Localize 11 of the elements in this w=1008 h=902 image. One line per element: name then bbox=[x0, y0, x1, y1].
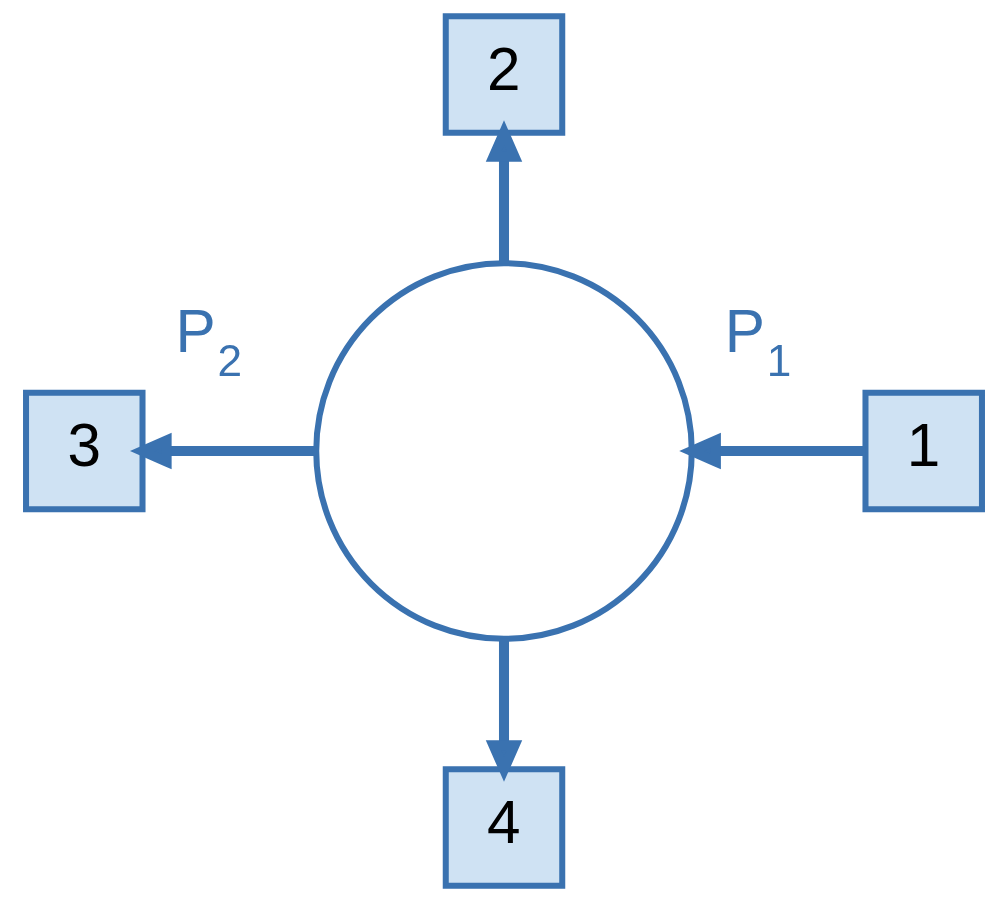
node-box: 4 bbox=[442, 766, 566, 889]
node-box: 2 bbox=[442, 13, 566, 136]
arrow bbox=[485, 120, 523, 264]
arrow bbox=[485, 638, 523, 782]
node-circle bbox=[313, 260, 695, 642]
node-box: 1 bbox=[862, 389, 985, 513]
edge-label: P$_{1}$ bbox=[724, 296, 792, 386]
arrow bbox=[679, 432, 866, 470]
node-box: 3 bbox=[23, 389, 146, 513]
arrow bbox=[130, 432, 317, 470]
edge-label: P$_{2}$ bbox=[175, 296, 243, 386]
